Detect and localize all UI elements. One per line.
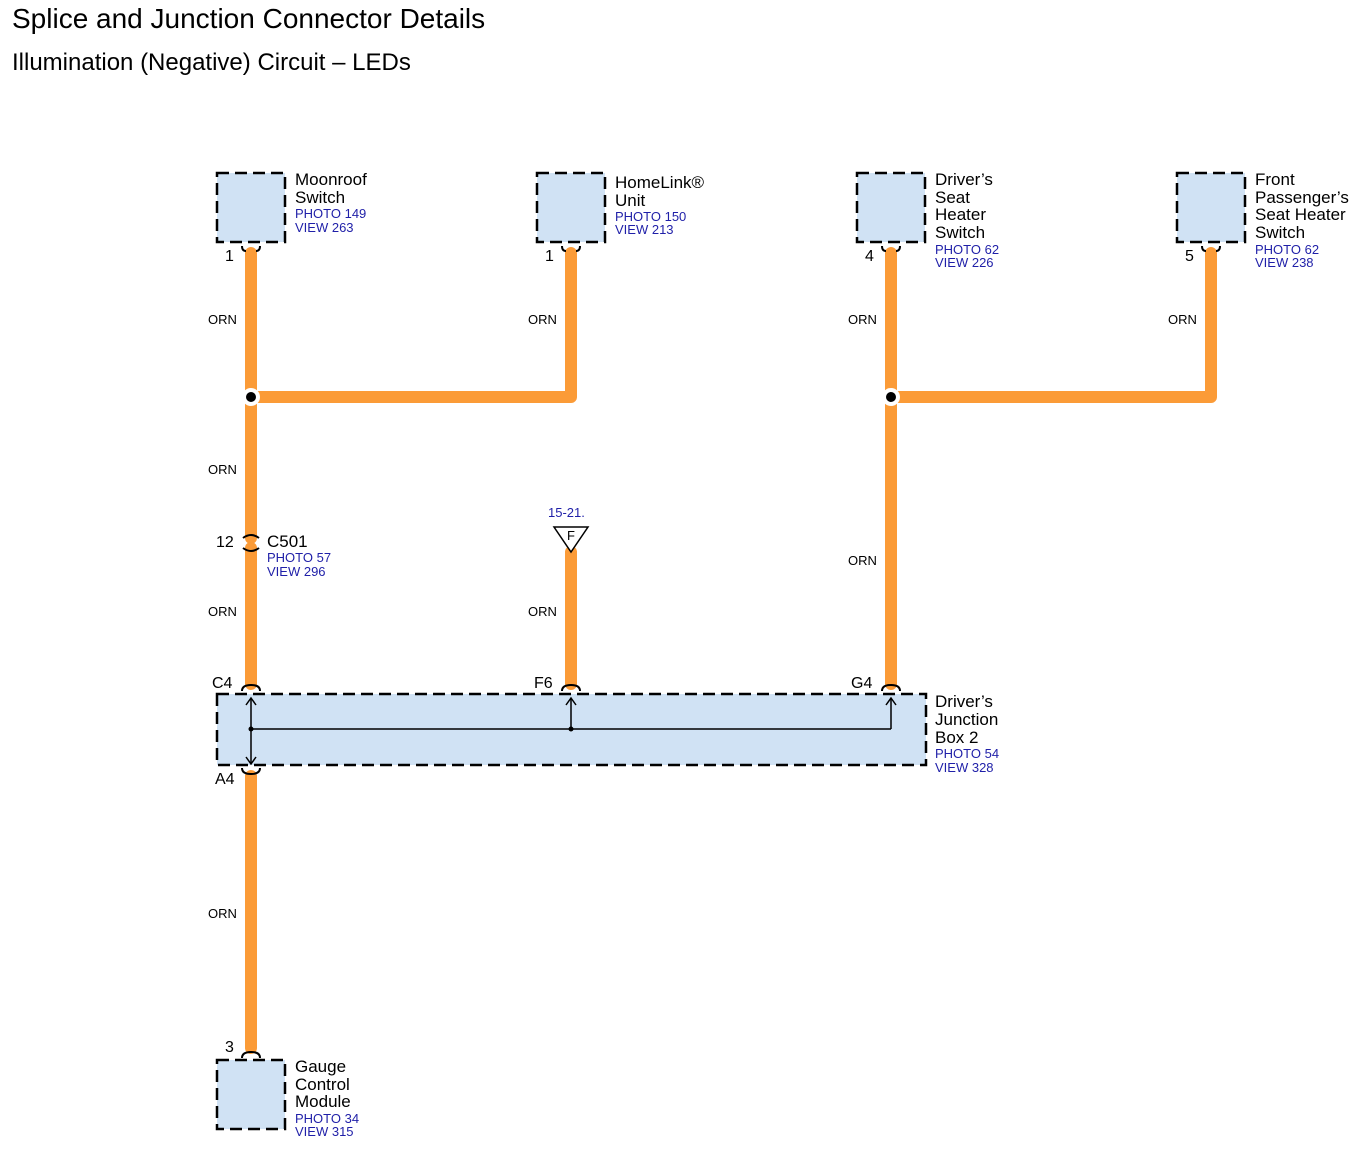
view-reference[interactable]: VIEW 296 — [267, 564, 326, 579]
junction-dot — [248, 726, 254, 732]
view-reference[interactable]: VIEW 213 — [615, 222, 674, 237]
page-subtitle: Illumination (Negative) Circuit – LEDs — [12, 49, 411, 76]
wire-color-label: ORN — [1168, 312, 1197, 327]
drivers-seat-heater-switch-label: Driver’s Seat Heater Switch PHOTO 62 VIE… — [935, 170, 999, 270]
photo-reference[interactable]: PHOTO 62 — [935, 242, 999, 257]
photo-reference[interactable]: PHOTO 57 — [267, 550, 331, 565]
component-name: Passenger’s — [1255, 188, 1349, 207]
wire-color-label: ORN — [848, 553, 877, 568]
component-name: Driver’s — [935, 170, 993, 189]
photo-reference[interactable]: PHOTO 34 — [295, 1111, 359, 1126]
component-name: Control — [295, 1075, 350, 1094]
view-reference[interactable]: VIEW 238 — [1255, 255, 1314, 270]
view-reference[interactable]: VIEW 315 — [295, 1124, 354, 1139]
wire-color-label: ORN — [208, 604, 237, 619]
splice-point-left — [242, 388, 260, 406]
pin-terminal — [241, 1050, 261, 1059]
view-reference[interactable]: VIEW 328 — [935, 760, 994, 775]
component-name: Module — [295, 1092, 351, 1111]
component-name: Seat Heater — [1255, 205, 1346, 224]
component-name: HomeLink® — [615, 173, 705, 192]
moonroof-switch-box — [215, 171, 287, 244]
c501-connector-label: C501 PHOTO 57 VIEW 296 — [267, 532, 331, 579]
ground-page-reference[interactable]: 15-21. — [548, 505, 585, 520]
wire-homelink-branch — [245, 247, 577, 403]
view-reference[interactable]: VIEW 263 — [295, 220, 354, 235]
wire-color-label: ORN — [848, 312, 877, 327]
pin-terminal — [881, 245, 901, 252]
ground-symbol-letter: F — [567, 528, 575, 543]
component-name: Front — [1255, 170, 1295, 189]
wire-color-label: ORN — [208, 462, 237, 477]
photo-reference[interactable]: PHOTO 62 — [1255, 242, 1319, 257]
junction-pin-c4: C4 — [212, 675, 233, 692]
connector-name: C501 — [267, 532, 308, 551]
component-name: Driver’s — [935, 692, 993, 711]
component-name: Unit — [615, 191, 646, 210]
ground-triangle-icon — [552, 526, 590, 554]
view-reference[interactable]: VIEW 226 — [935, 255, 994, 270]
component-name: Moonroof — [295, 170, 367, 189]
junction-pin-f6: F6 — [534, 675, 553, 692]
drivers-seat-heater-pin: 4 — [865, 248, 874, 265]
photo-reference[interactable]: PHOTO 149 — [295, 206, 366, 221]
c501-terminal — [242, 534, 260, 552]
wire-color-label: ORN — [208, 906, 237, 921]
component-name: Seat — [935, 188, 970, 207]
drivers-junction-box-2-label: Driver’s Junction Box 2 PHOTO 54 VIEW 32… — [935, 692, 999, 775]
pin-terminal — [241, 245, 261, 252]
wire-color-label: ORN — [208, 312, 237, 327]
junction-pin-a4: A4 — [215, 771, 235, 788]
gauge-control-module-label: Gauge Control Module PHOTO 34 VIEW 315 — [295, 1057, 359, 1139]
wire-passenger-seat-heater-branch — [885, 247, 1217, 403]
wire-color-label: ORN — [528, 604, 557, 619]
homelink-unit-box — [535, 171, 607, 244]
component-name: Switch — [295, 188, 345, 207]
component-name: Gauge — [295, 1057, 346, 1076]
passenger-seat-heater-pin: 5 — [1185, 248, 1194, 265]
component-name: Switch — [1255, 223, 1305, 242]
pin-terminal — [241, 683, 261, 692]
component-name: Box 2 — [935, 728, 978, 747]
moonroof-switch-pin: 1 — [225, 248, 234, 265]
homelink-unit-label: HomeLink® Unit PHOTO 150 VIEW 213 — [615, 173, 705, 237]
junction-pin-g4: G4 — [851, 675, 872, 692]
photo-reference[interactable]: PHOTO 150 — [615, 209, 686, 224]
component-name: Heater — [935, 205, 986, 224]
junction-dot — [568, 726, 574, 732]
c501-pin: 12 — [216, 534, 234, 551]
pin-terminal — [561, 245, 581, 252]
pin-terminal — [561, 683, 581, 692]
gauge-control-module-pin: 3 — [225, 1039, 234, 1056]
pin-terminal — [241, 767, 261, 776]
photo-reference[interactable]: PHOTO 54 — [935, 746, 999, 761]
wire-color-label: ORN — [528, 312, 557, 327]
front-passengers-seat-heater-switch-box — [1175, 171, 1247, 244]
pin-terminal — [881, 683, 901, 692]
drivers-seat-heater-switch-box — [855, 171, 927, 244]
splice-point-right — [882, 388, 900, 406]
component-name: Switch — [935, 223, 985, 242]
component-name: Junction — [935, 710, 998, 729]
gauge-control-module-box — [215, 1058, 287, 1131]
front-passengers-seat-heater-switch-label: Front Passenger’s Seat Heater Switch PHO… — [1255, 170, 1349, 270]
page-title: Splice and Junction Connector Details — [12, 3, 486, 34]
pin-terminal — [1201, 245, 1221, 252]
moonroof-switch-label: Moonroof Switch PHOTO 149 VIEW 263 — [295, 170, 367, 235]
homelink-unit-pin: 1 — [545, 248, 554, 265]
